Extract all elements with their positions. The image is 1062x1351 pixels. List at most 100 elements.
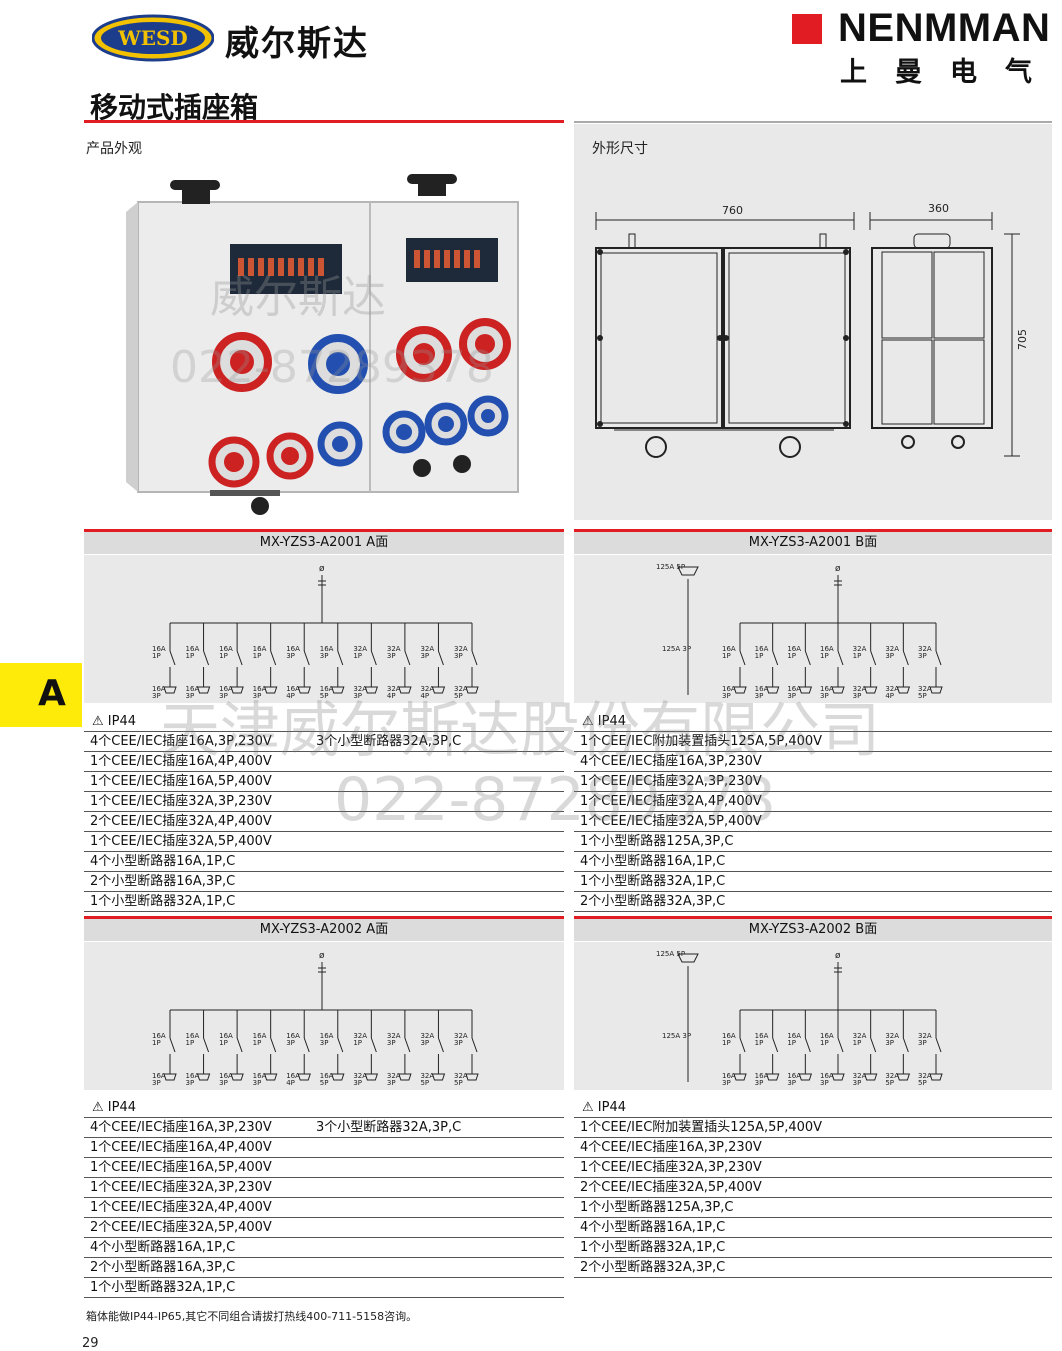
spec-row: 2个CEE/IEC插座32A,4P,400V xyxy=(84,812,564,832)
socket-label: 16A xyxy=(186,685,200,693)
breaker-poles: 1P xyxy=(253,1039,262,1047)
spec-row: 1个小型断路器125A,3P,C xyxy=(574,1198,1052,1218)
spec-row: 4个小型断路器16A,1P,C xyxy=(574,1218,1052,1238)
breaker-label: 16A xyxy=(152,1032,166,1040)
socket-symbol xyxy=(733,686,747,694)
page-title: 移动式插座箱 xyxy=(90,91,259,124)
socket-label: 32A xyxy=(885,685,899,693)
socket-poles: 5P xyxy=(918,1079,927,1087)
socket-symbol xyxy=(163,686,177,694)
breaker-poles: 3P xyxy=(918,652,927,660)
breaker-contact xyxy=(739,650,746,666)
socket-poles: 5P xyxy=(320,1079,329,1087)
spec-row: 1个小型断路器32A,1P,C xyxy=(574,872,1052,892)
breaker-label: 16A xyxy=(820,1032,834,1040)
socket-label: 16A xyxy=(219,685,233,693)
spec-row: 1个小型断路器32A,1P,C xyxy=(84,892,564,912)
nenmman-logo-square xyxy=(792,14,822,44)
wiring-diagram-panel xyxy=(574,942,1052,1090)
product-photo: 威尔斯达 022-87289378 xyxy=(126,174,519,515)
breaker-contact xyxy=(370,650,377,666)
breaker-poles: 3P xyxy=(320,652,329,660)
socket-label: 32A xyxy=(918,685,932,693)
breaker-poles: 3P xyxy=(454,1039,463,1047)
socket-poles: 3P xyxy=(787,692,796,700)
spec-row: 4个CEE/IEC插座16A,3P,230V xyxy=(574,1138,1052,1158)
spec-row: 1个CEE/IEC插座16A,5P,400V xyxy=(84,772,564,792)
breaker-label: 16A xyxy=(820,645,834,653)
page-number: 29 xyxy=(82,1336,99,1351)
breaker-poles: 1P xyxy=(820,1039,829,1047)
dimensions-label: 外形尺寸 xyxy=(592,141,648,157)
breaker-poles: 1P xyxy=(353,1039,362,1047)
socket-symbol xyxy=(163,1073,177,1081)
spec-row: 4个CEE/IEC插座16A,3P,230V xyxy=(574,752,1052,772)
socket-label: 16A xyxy=(253,1072,267,1080)
socket-label: 32A xyxy=(885,1072,899,1080)
breaker-label: 16A xyxy=(320,1032,334,1040)
earth-symbol: ø xyxy=(319,951,325,961)
breaker-poles: 3P xyxy=(885,1039,894,1047)
breaker-poles: 3P xyxy=(286,652,295,660)
breaker-poles: 1P xyxy=(755,652,764,660)
socket-symbol xyxy=(465,686,479,694)
block-title: MX-YZS3-A2001 B面 xyxy=(574,532,1052,554)
breaker-label: 32A xyxy=(885,1032,899,1040)
spec-row: 1个CEE/IEC插座32A,4P,400V xyxy=(574,792,1052,812)
breaker-contact xyxy=(902,1037,909,1053)
block-title: MX-YZS3-A2001 A面 xyxy=(84,532,564,554)
breaker-contact xyxy=(337,650,344,666)
photo-watermark-phone: 022-87289378 xyxy=(170,342,494,393)
spec-row: 1个CEE/IEC插座32A,5P,400V xyxy=(574,812,1052,832)
breaker-label: 16A xyxy=(286,1032,300,1040)
socket-symbol xyxy=(431,686,446,694)
breaker-poles: 3P xyxy=(918,1039,927,1047)
breaker-contact xyxy=(236,650,243,666)
breaker-label: 32A xyxy=(387,645,401,653)
breaker-label: 16A xyxy=(186,645,200,653)
breaker-label: 32A xyxy=(853,1032,867,1040)
breaker-contact xyxy=(169,650,176,666)
socket-poles: 4P xyxy=(286,1079,295,1087)
breaker-contact xyxy=(437,650,444,666)
inlet-plug-symbol xyxy=(677,566,699,576)
spec-row: 4个CEE/IEC插座16A,3P,230V xyxy=(84,1118,564,1138)
socket-symbol xyxy=(398,1073,412,1081)
watermark-company: 天津威尔斯达股份有限公司 xyxy=(160,696,880,766)
socket-label: 32A xyxy=(918,1072,932,1080)
breaker-label: 16A xyxy=(219,645,233,653)
socket-label: 32A xyxy=(420,685,434,693)
socket-symbol xyxy=(263,686,278,694)
breaker-contact xyxy=(270,1037,277,1053)
breaker-label: 32A xyxy=(387,1032,401,1040)
ip-rating: IP44 xyxy=(597,714,627,729)
wiring-diagram-panel xyxy=(574,555,1052,703)
ip-rating: IP44 xyxy=(107,714,137,729)
main-breaker-label: 125A 3P xyxy=(662,645,691,653)
socket-label: 16A xyxy=(286,685,300,693)
breaker-poles: 1P xyxy=(755,1039,764,1047)
nenmman-brand: NENMMAN xyxy=(838,6,1051,50)
breaker-poles: 3P xyxy=(420,1039,429,1047)
socket-poles: 3P xyxy=(253,1079,262,1087)
spec-row: 2个小型断路器32A,3P,C xyxy=(574,892,1052,912)
spec-row: 1个小型断路器125A,3P,C xyxy=(574,832,1052,852)
watermark-phone: 022-87289378 xyxy=(334,765,776,835)
breaker-poles: 1P xyxy=(219,1039,228,1047)
warning-icon: ⚠ xyxy=(582,714,598,729)
socket-poles: 4P xyxy=(286,692,295,700)
photo-watermark-name: 威尔斯达 xyxy=(210,272,386,323)
breaker-contact xyxy=(404,1037,411,1053)
ip-rating-row: ⚠ IP44 xyxy=(574,1098,1052,1118)
socket-label: 32A xyxy=(353,685,367,693)
socket-poles: 3P xyxy=(186,1079,195,1087)
spec-side-note: 3个小型断路器32A,3P,C xyxy=(316,1120,462,1135)
breaker-label: 16A xyxy=(286,645,300,653)
socket-poles: 5P xyxy=(454,1079,463,1087)
breaker-contact xyxy=(870,650,877,666)
breaker-contact xyxy=(935,1037,942,1053)
spec-row: 1个CEE/IEC插座16A,4P,400V xyxy=(84,752,564,772)
main-breaker-label: 125A 3P xyxy=(662,1032,691,1040)
